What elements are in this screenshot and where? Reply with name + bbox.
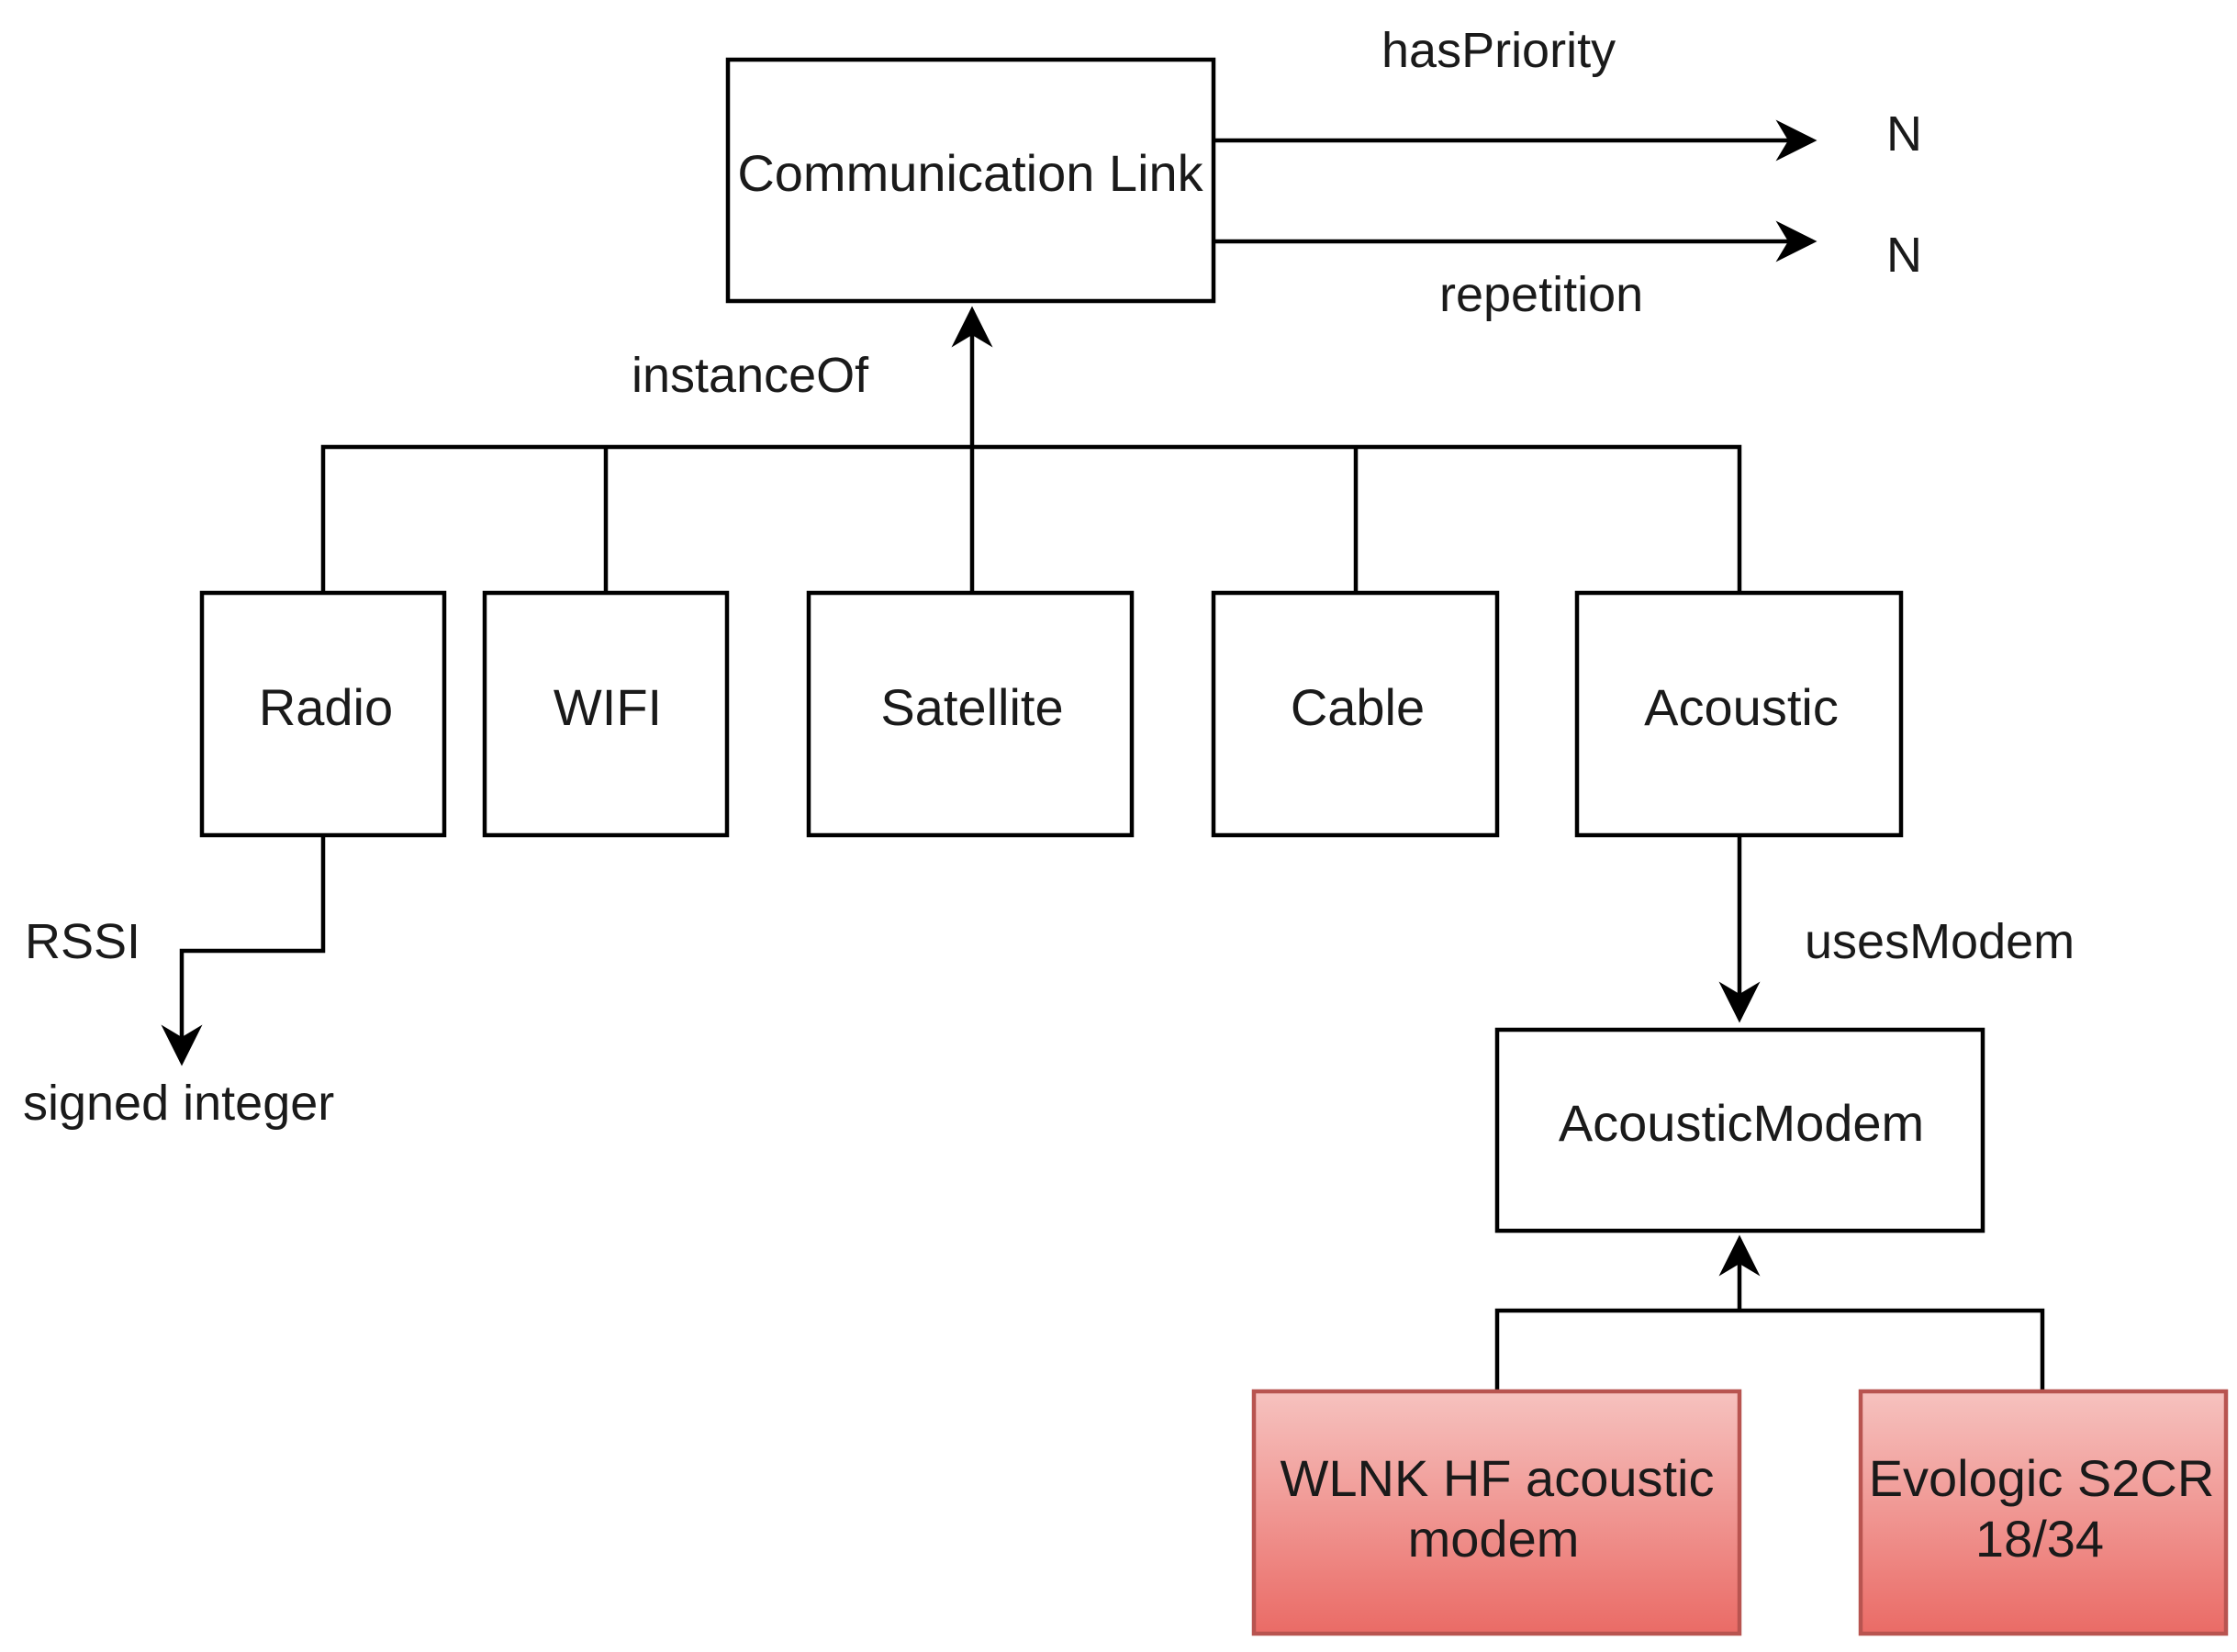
node-evologic-modem-label-line1: Evologic S2CR bbox=[1869, 1449, 2215, 1507]
node-radio-label: Radio bbox=[259, 678, 393, 736]
has-priority-label: hasPriority bbox=[1381, 23, 1616, 78]
instance-of-label: instanceOf bbox=[632, 348, 869, 403]
node-communication-link[interactable]: Communication Link bbox=[725, 57, 1216, 304]
uses-modem-label: usesModem bbox=[1805, 914, 2075, 969]
node-radio[interactable]: Radio bbox=[199, 590, 447, 838]
node-acoustic[interactable]: Acoustic bbox=[1574, 590, 1904, 838]
node-wifi-label: WIFI bbox=[554, 678, 662, 736]
modem-bus bbox=[1494, 1308, 2045, 1391]
instance-of-bus bbox=[320, 444, 1742, 593]
rssi-edge bbox=[161, 835, 326, 1066]
node-satellite[interactable]: Satellite bbox=[806, 590, 1135, 838]
node-wlnk-modem-label-line1: WLNK HF acoustic bbox=[1281, 1449, 1715, 1507]
node-cable[interactable]: Cable bbox=[1211, 590, 1500, 838]
node-acoustic-label: Acoustic bbox=[1644, 678, 1839, 736]
node-wifi[interactable]: WIFI bbox=[482, 590, 730, 838]
node-wlnk-modem-label-line2: modem bbox=[1408, 1510, 1580, 1568]
node-wlnk-modem[interactable]: WLNK HF acoustic modem bbox=[1251, 1389, 1742, 1636]
node-cable-label: Cable bbox=[1291, 678, 1425, 736]
node-communication-link-label: Communication Link bbox=[737, 144, 1203, 202]
node-satellite-label: Satellite bbox=[880, 678, 1063, 736]
node-acoustic-modem-label: AcousticModem bbox=[1559, 1094, 1924, 1152]
signed-integer-target: signed integer bbox=[23, 1076, 334, 1131]
rssi-label: RSSI bbox=[25, 914, 140, 969]
has-priority-target: N bbox=[1886, 106, 1922, 162]
node-evologic-modem[interactable]: Evologic S2CR 18/34 bbox=[1858, 1389, 2229, 1636]
node-acoustic-modem[interactable]: AcousticModem bbox=[1494, 1027, 1985, 1233]
node-evologic-modem-label-line2: 18/34 bbox=[1975, 1510, 2104, 1568]
repetition-label: repetition bbox=[1439, 267, 1643, 322]
repetition-target: N bbox=[1886, 228, 1922, 283]
